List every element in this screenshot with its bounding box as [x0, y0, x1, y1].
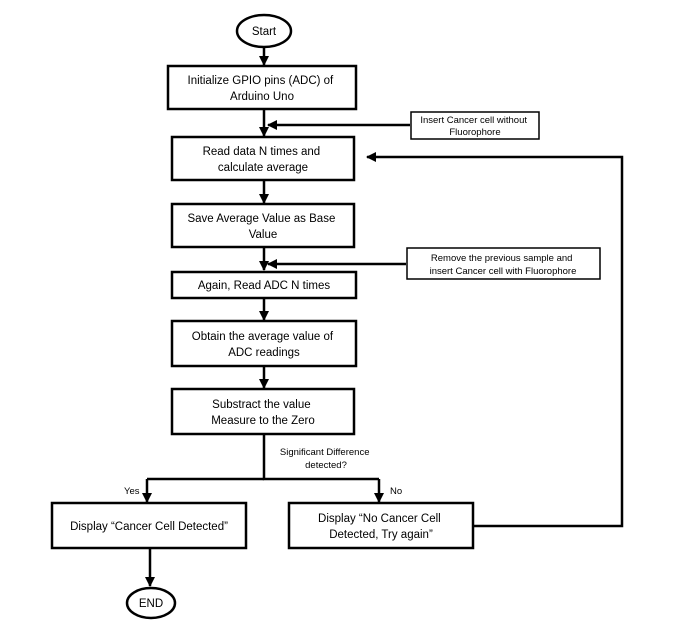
end-label: END [139, 598, 163, 610]
note-remove-insert-with-fluorophore: Remove the previous sample and insert Ca… [406, 247, 601, 280]
init-label: Initialize GPIO pins (ADC) of Arduino Un… [188, 75, 337, 103]
connectors [142, 48, 624, 587]
read-label: Read data N times and calculate average [203, 146, 324, 174]
note-insert-without-label: Insert Cancer cell without Fluorophore [420, 115, 529, 138]
start-terminal: Start [235, 13, 293, 49]
start-label: Start [252, 26, 277, 38]
note-remove-insert-label: Remove the previous sample and insert Ca… [430, 253, 577, 277]
read-process-box: Read data N times and calculate average [170, 135, 356, 182]
subtract-process-box: Substract the value Measure to the Zero [170, 387, 356, 436]
again-process-box: Again, Read ADC N times [170, 270, 358, 300]
again-label: Again, Read ADC N times [198, 280, 331, 292]
detected-display-box: Display “Cancer Cell Detected” [50, 501, 248, 550]
end-terminal: END [125, 586, 177, 620]
no-label: No [390, 486, 402, 497]
loop-back-line [366, 152, 624, 528]
yes-label: Yes [124, 486, 140, 497]
save-process-box: Save Average Value as Base Value [170, 202, 356, 249]
obtain-label: Obtain the average value of ADC readings [192, 331, 337, 359]
obtain-process-box: Obtain the average value of ADC readings [170, 319, 358, 368]
note-insert-without-fluorophore: Insert Cancer cell without Fluorophore [410, 111, 540, 140]
not-detected-label: Display “No Cancer Cell Detected, Try ag… [318, 513, 444, 541]
detected-label: Display “Cancer Cell Detected” [70, 521, 228, 533]
save-label: Save Average Value as Base Value [187, 213, 338, 241]
subtract-label: Substract the value Measure to the Zero [211, 399, 315, 427]
decision-label: Significant Difference detected? [280, 447, 372, 471]
not-detected-display-box: Display “No Cancer Cell Detected, Try ag… [287, 501, 475, 550]
init-process-box: Initialize GPIO pins (ADC) of Arduino Un… [166, 64, 358, 111]
